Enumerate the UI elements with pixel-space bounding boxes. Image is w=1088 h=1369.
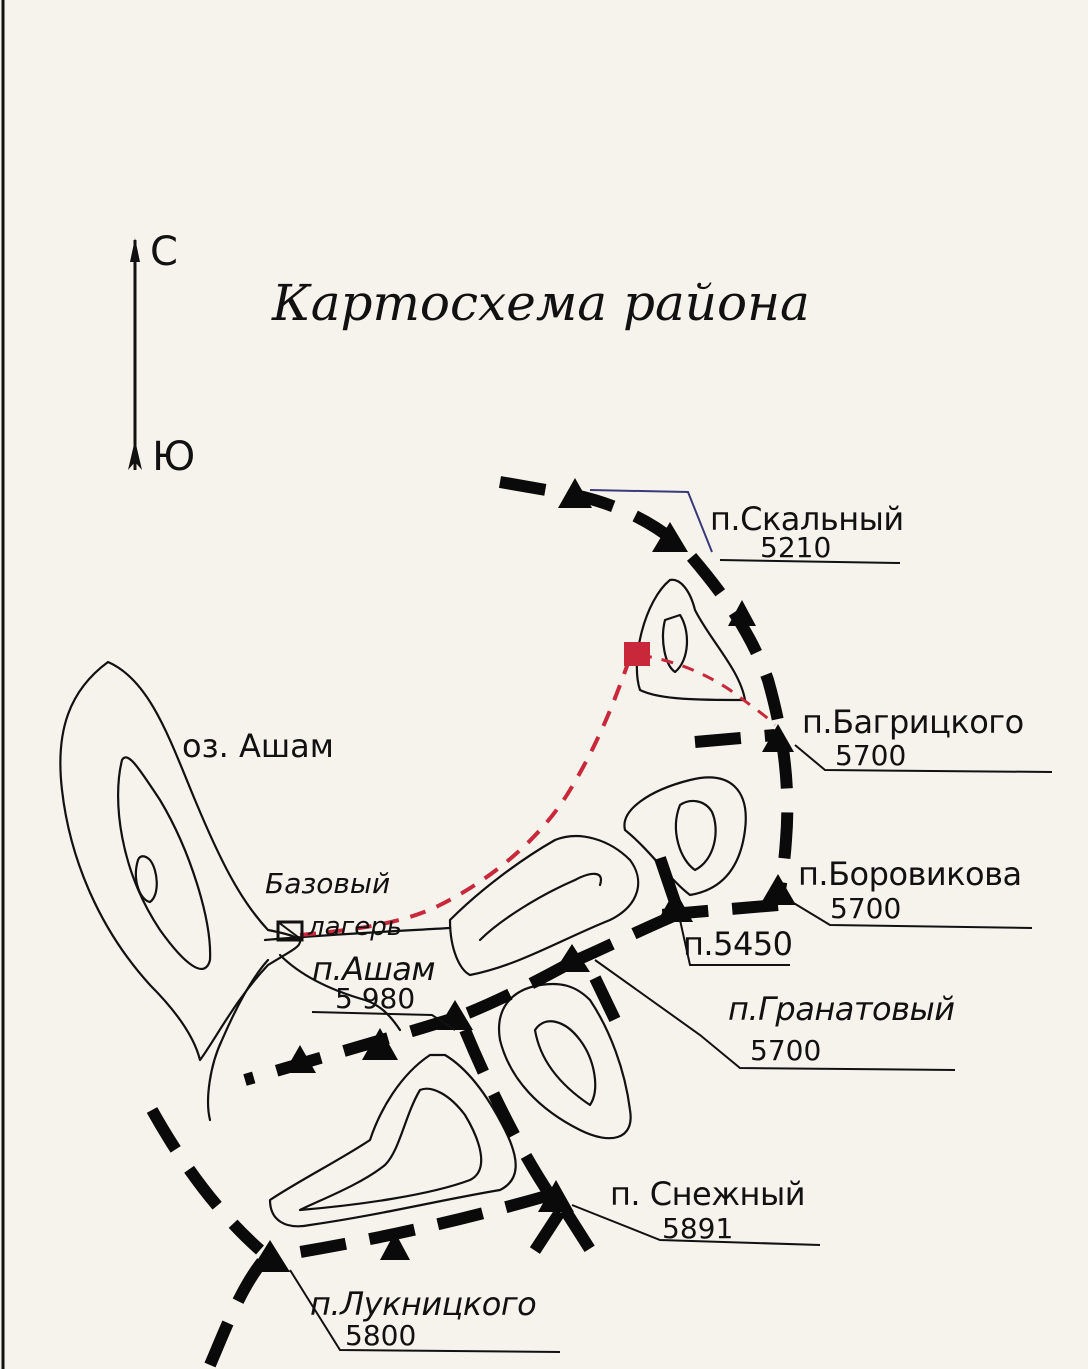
peak-altitude: 5800 [345, 1319, 416, 1352]
north-arrow-icon [128, 238, 142, 470]
lake-label: оз. Ашам [182, 727, 334, 765]
peak-name: п.Гранатовый [728, 990, 955, 1028]
peak-borovikov: п.Боровикова 5700 [798, 855, 1022, 925]
peak-snezhny: п. Снежный 5891 [610, 1175, 806, 1245]
base-camp-label-line2: лагерь [307, 912, 402, 942]
peak-asham: п.Ашам 5 980 [312, 950, 436, 1015]
blue-leader-line [589, 489, 713, 553]
peak-name: п.5450 [683, 925, 793, 963]
valley-lines [207, 926, 452, 1122]
peak-altitude: 5891 [662, 1212, 733, 1245]
peak-altitude: 5700 [830, 892, 901, 925]
peak-altitude: 5700 [835, 739, 906, 772]
red-camp-marker-icon [624, 642, 650, 666]
peak-name: п.Багрицкого [802, 703, 1024, 741]
peak-skalny: п.Скальный 5210 [710, 500, 904, 564]
glaciers [268, 578, 747, 1228]
ridges [146, 476, 794, 1368]
peak-altitude: 5210 [760, 531, 831, 564]
camp-flag-icon [276, 920, 304, 942]
peak-bagritsky: п.Багрицкого 5700 [802, 703, 1024, 772]
peak-name: п.Ашам [312, 950, 435, 988]
peak-luknitsky: п.Лукницкого 5800 [310, 1285, 537, 1352]
peak-name: п.Боровикова [798, 855, 1022, 893]
compass-south-label: Ю [152, 434, 195, 480]
peak-triangle-icon [250, 478, 796, 1272]
peak-granatovy: п.Гранатовый 5700 [728, 990, 955, 1067]
peak-leader-lines [289, 559, 1053, 1353]
base-camp-label-line1: Базовый [265, 867, 390, 900]
compass-north-label: С [150, 229, 178, 275]
peak-altitude: 5 980 [335, 982, 415, 1015]
lake-asham [59, 660, 302, 1062]
peak-altitude: 5700 [750, 1034, 821, 1067]
peak-name: п.Лукницкого [310, 1285, 536, 1323]
peak-name: п. Снежный [610, 1175, 805, 1213]
map-title: Картосхема района [271, 274, 810, 332]
red-route [299, 642, 777, 937]
peak-5450: п.5450 [683, 925, 793, 963]
peak-name: п.Скальный [710, 500, 904, 538]
